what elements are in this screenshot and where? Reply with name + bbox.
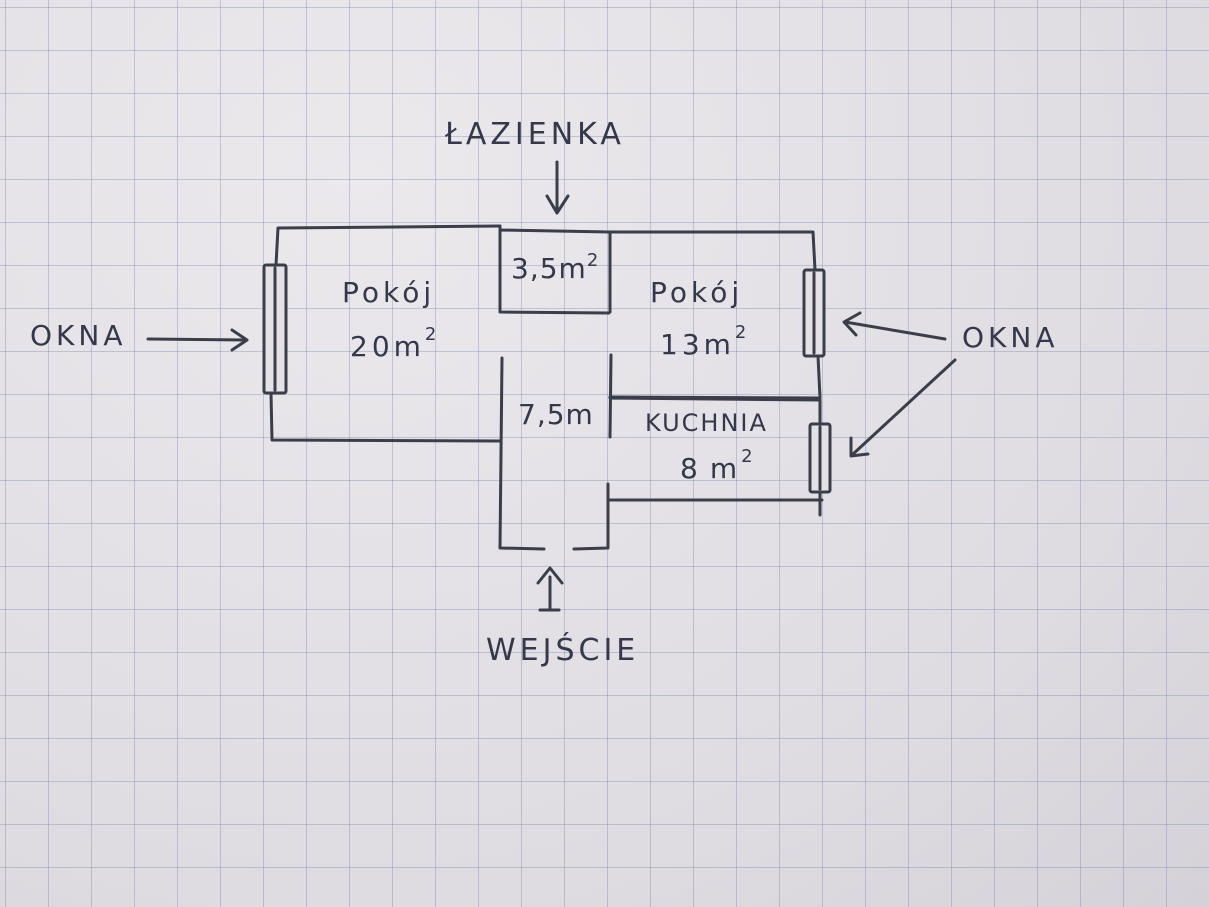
left-room-walls <box>269 224 502 443</box>
bathroom-area-exp: 2 <box>587 250 599 271</box>
room-right-area: 13m2 <box>660 322 750 361</box>
bathroom-caption: ŁAZIENKA <box>444 117 625 152</box>
windows <box>262 263 832 494</box>
room-right-area-value: 13 <box>660 328 704 361</box>
room-right-area-unit: m <box>704 328 735 361</box>
room-left-name: Pokój <box>342 276 435 309</box>
arrow-windows-kitchen <box>849 358 957 458</box>
arrows <box>146 160 957 612</box>
hallway-area-value: 7,5 <box>518 398 566 431</box>
kitchen-area-value: 8 <box>680 452 702 485</box>
walls <box>269 224 824 551</box>
room-left-area-value: 20 <box>350 330 394 363</box>
windows-right-label: OKNA <box>962 321 1059 354</box>
kitchen-walls <box>606 353 824 517</box>
kitchen-name: KUCHNIA <box>645 409 768 437</box>
room-right-area-exp: 2 <box>735 322 750 343</box>
right-room-walls <box>608 230 822 400</box>
room-left-area-unit: m <box>394 330 425 363</box>
room-right-name: Pokój <box>650 276 743 309</box>
arrow-bathroom <box>545 160 570 215</box>
windows-left-label: OKNA <box>30 319 127 352</box>
kitchen-area-exp: 2 <box>741 446 756 467</box>
arrow-entrance <box>536 566 564 612</box>
bathroom-area-unit: m <box>559 252 587 285</box>
kitchen-area-unit: m <box>710 452 741 485</box>
arrow-windows-right <box>842 311 947 341</box>
hallway-area-unit: m <box>566 398 594 431</box>
bathroom-area-value: 3,5 <box>511 252 559 285</box>
room-left-area-exp: 2 <box>425 324 440 345</box>
arrow-windows-left <box>146 328 249 352</box>
hallway-walls <box>498 356 610 551</box>
room-left-area: 20m2 <box>350 324 440 363</box>
bathroom-area: 3,5m2 <box>511 250 599 285</box>
entrance-label: WEJŚCIE <box>486 631 639 668</box>
hallway-area: 7,5m <box>518 398 594 431</box>
